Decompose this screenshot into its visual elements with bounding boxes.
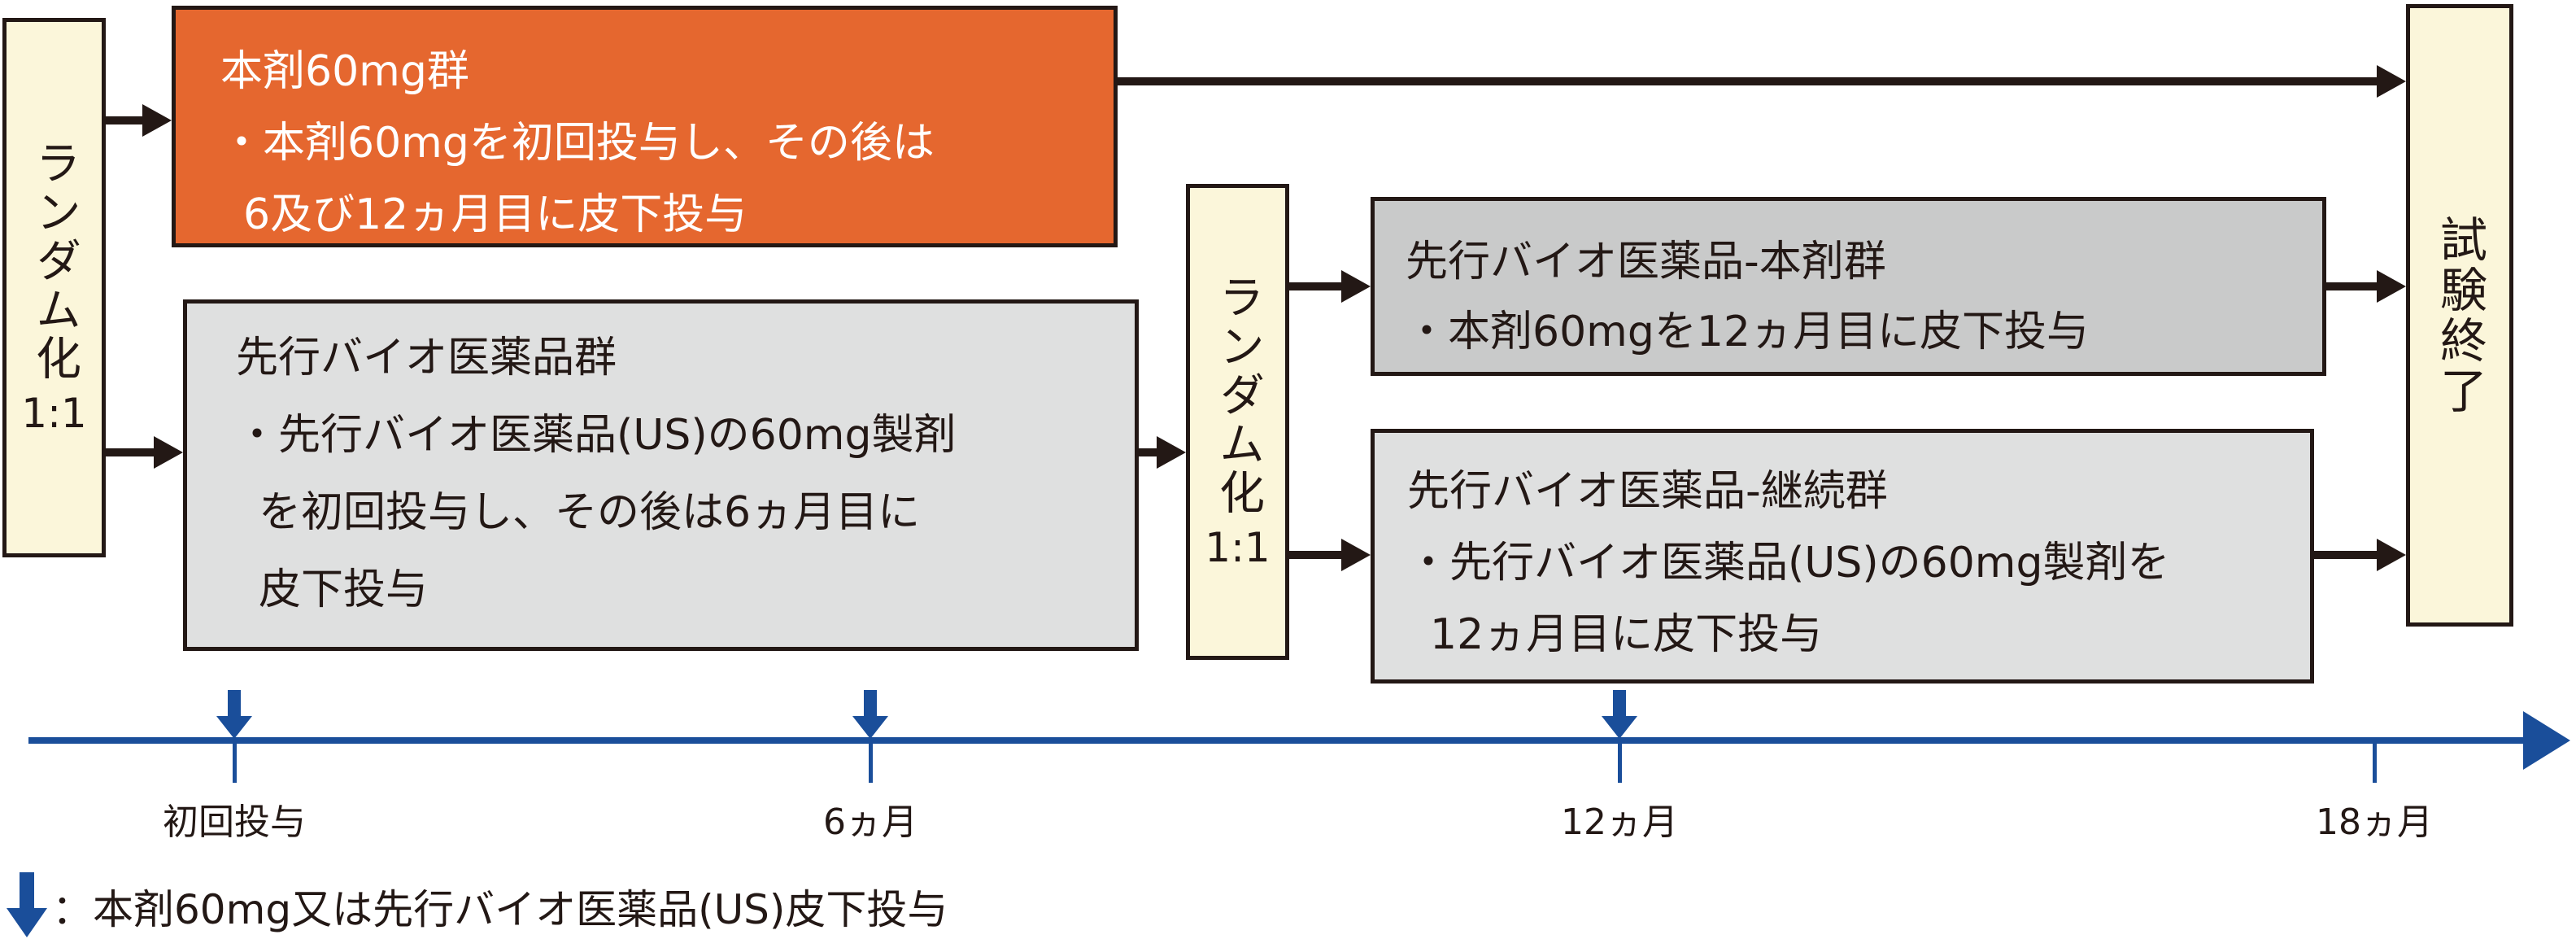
- arrow-arm-b-to-random2-icon: [1139, 448, 1157, 456]
- timeline-axis: [28, 737, 2526, 744]
- timeline-tick-baseline: [233, 737, 237, 783]
- timeline-tick-6m: [869, 737, 873, 783]
- timeline-label-6m: 6ヵ月: [823, 801, 918, 843]
- timeline-label-12m: 12ヵ月: [1561, 801, 1678, 843]
- arm-reference-biologic-line4: 皮下投与: [259, 566, 429, 614]
- arm-switch-to-drug-box: 先行バイオ医薬品-本剤群 ・本剤60mgを12ヵ月目に皮下投与: [1371, 197, 2326, 376]
- legend-dose-arrow-icon: [7, 872, 47, 937]
- arrow-random1-to-arm-a-icon: [106, 116, 142, 124]
- arm-reference-biologic-line3: を初回投与し、その後は6ヵ月目に: [259, 488, 921, 537]
- arrow-continue-to-end-icon: [2314, 551, 2377, 559]
- legend-text: ：本剤60mg又は先行バイオ医薬品(US)皮下投与: [52, 886, 948, 933]
- arrow-random1-to-arm-b-icon: [106, 448, 154, 456]
- arm-continue-reference-title: 先行バイオ医薬品-継続群: [1407, 467, 1888, 516]
- study-end-label: 試験終了: [2432, 214, 2487, 417]
- timeline-tick-18m: [2373, 737, 2377, 783]
- randomization-1-ratio: 1:1: [21, 389, 87, 437]
- arrow-random2-to-switch-icon: [1289, 282, 1341, 290]
- arm-switch-to-drug-title: 先行バイオ医薬品-本剤群: [1406, 238, 1886, 286]
- timeline-label-baseline: 初回投与: [163, 801, 306, 843]
- timeline-label-18m: 18ヵ月: [2316, 801, 2433, 843]
- timeline-arrowhead-icon: [2523, 711, 2570, 770]
- timeline-tick-12m: [1618, 737, 1622, 783]
- arm-drug-60mg-line2: ・本剤60mgを初回投与し、その後は: [220, 119, 935, 168]
- randomization-2-label: ランダム化: [1211, 273, 1265, 518]
- dose-arrow-12m-icon: [1602, 690, 1637, 739]
- randomization-2-box: ランダム化 1:1: [1186, 184, 1289, 660]
- arm-drug-60mg-line3: 6及び12ヵ月目に皮下投与: [243, 190, 748, 239]
- arm-drug-60mg-title: 本剤60mg群: [220, 47, 469, 96]
- arrow-arm-a-to-end-icon: [1118, 77, 2377, 85]
- randomization-1-box: ランダム化 1:1: [2, 18, 106, 557]
- randomization-1-label: ランダム化: [28, 138, 81, 383]
- arrow-random2-to-continue-icon: [1289, 551, 1341, 559]
- arm-continue-reference-line2: ・先行バイオ医薬品(US)の60mg製剤を: [1407, 539, 2170, 587]
- arm-reference-biologic-line2: ・先行バイオ医薬品(US)の60mg製剤: [236, 411, 957, 460]
- arm-reference-biologic-box: 先行バイオ医薬品群 ・先行バイオ医薬品(US)の60mg製剤 を初回投与し、その…: [183, 299, 1139, 651]
- study-end-box: 試験終了: [2406, 4, 2513, 627]
- dose-arrow-6m-icon: [852, 690, 888, 739]
- arrow-switch-to-end-icon: [2326, 282, 2377, 290]
- arm-continue-reference-line3: 12ヵ月目に皮下投与: [1430, 610, 1823, 659]
- arm-switch-to-drug-line2: ・本剤60mgを12ヵ月目に皮下投与: [1406, 308, 2089, 356]
- dose-arrow-baseline-icon: [216, 690, 252, 739]
- arm-continue-reference-box: 先行バイオ医薬品-継続群 ・先行バイオ医薬品(US)の60mg製剤を 12ヵ月目…: [1371, 429, 2314, 684]
- arm-drug-60mg-box: 本剤60mg群 ・本剤60mgを初回投与し、その後は 6及び12ヵ月目に皮下投与: [172, 6, 1118, 247]
- arm-reference-biologic-title: 先行バイオ医薬品群: [236, 334, 617, 382]
- randomization-2-ratio: 1:1: [1205, 523, 1271, 571]
